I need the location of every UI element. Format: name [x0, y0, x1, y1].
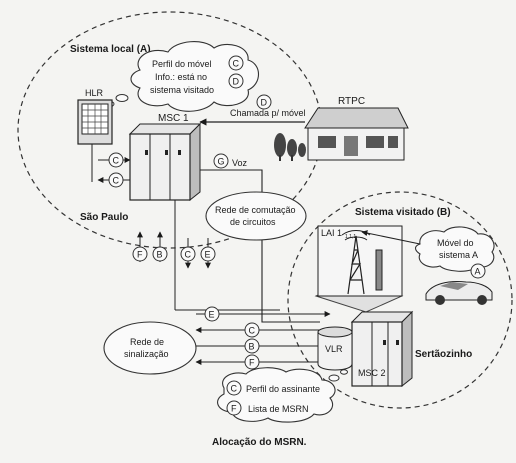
- step-d-badge: D: [233, 77, 240, 87]
- home-system-title: Sistema local (A): [70, 44, 151, 55]
- circuit-network-text-1: Rede de comutação: [215, 205, 296, 215]
- visited-city-label: Sertãozinho: [415, 349, 472, 360]
- call-to-mobile-label: Chamada p/ móvel: [230, 108, 306, 118]
- msc2-info-cloud: [217, 367, 336, 423]
- msc1-switch: [128, 122, 202, 202]
- lai-area: [314, 225, 404, 313]
- step-f-msrn: F: [231, 404, 237, 414]
- step-b-up: B: [157, 250, 163, 260]
- mobile-cloud: [414, 226, 495, 272]
- mobile-text-1: Móvel do: [437, 238, 474, 248]
- step-c-left: C: [249, 326, 256, 336]
- step-b-right: B: [249, 342, 255, 352]
- rtpc-building: [304, 107, 409, 161]
- step-g-badge: G: [218, 157, 225, 167]
- caption: Alocação do MSRN.: [212, 437, 307, 448]
- lai-label: LAI 1: [321, 228, 342, 238]
- rtpc-label: RTPC: [338, 96, 365, 107]
- msc2-info-text-2: Lista de MSRN: [248, 404, 309, 414]
- msc2-switch: [350, 310, 414, 388]
- step-c-hlr: C: [113, 156, 120, 166]
- trees: [274, 133, 306, 161]
- msc2-info-text-1: Perfil do assinante: [246, 384, 320, 394]
- step-d-call: D: [261, 98, 268, 108]
- voice-label: Voz: [232, 158, 248, 168]
- msc1-label: MSC 1: [158, 113, 189, 124]
- home-info-cloud: [130, 41, 260, 112]
- hlr-label: HLR: [85, 88, 104, 98]
- step-e-down: E: [205, 250, 211, 260]
- step-f-up: F: [137, 250, 143, 260]
- step-c-profile: C: [231, 384, 238, 394]
- home-info-text-3: sistema visitado: [150, 85, 214, 95]
- home-info-text-1: Perfil do móvel: [152, 59, 212, 69]
- mobile-text-2: sistema A: [439, 250, 478, 260]
- step-f-left: F: [249, 358, 255, 368]
- visited-system-title: Sistema visitado (B): [355, 207, 451, 218]
- step-c-hlr-return: C: [113, 176, 120, 186]
- home-info-text-2: Info.: está no: [155, 72, 207, 82]
- step-c-badge: C: [233, 59, 240, 69]
- home-city-label: São Paulo: [80, 212, 128, 223]
- step-e-right: E: [209, 310, 215, 320]
- step-a-badge: A: [475, 267, 481, 277]
- signaling-network-text-2: sinalização: [124, 349, 169, 359]
- signaling-network: [103, 321, 197, 375]
- hlr-database: [77, 99, 113, 145]
- circuit-network-text-2: de circuitos: [230, 217, 276, 227]
- circuit-switching-network: [205, 191, 307, 241]
- step-c-down: C: [185, 250, 192, 260]
- signaling-network-text-1: Rede de: [130, 337, 164, 347]
- vlr-label: VLR: [325, 344, 343, 354]
- vlr-database: [317, 326, 353, 371]
- lai-sub-label: 1,1,1: [345, 234, 356, 240]
- msc2-label: MSC 2: [358, 368, 386, 378]
- car-mobile-icon: [425, 281, 493, 305]
- visited-system-region: [287, 191, 513, 409]
